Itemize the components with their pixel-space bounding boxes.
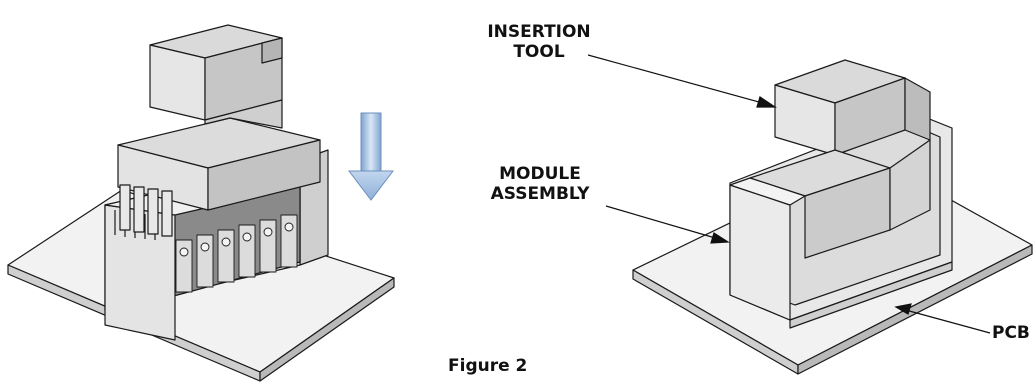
down-arrow-icon	[347, 112, 395, 201]
leader-insertion-tool	[587, 54, 771, 106]
left-assembly-illustration	[7, 24, 395, 382]
right-assembly-illustration	[632, 59, 1033, 375]
left-insertion-tool	[117, 24, 321, 237]
right-insertion-tool	[749, 59, 931, 259]
label-module-assembly: MODULE ASSEMBLY	[474, 164, 606, 204]
right-module-front	[729, 177, 806, 321]
figure-caption: Figure 2	[448, 356, 528, 376]
label-insertion-tool: INSERTION TOOL	[478, 22, 600, 62]
leader-module-assembly-arrowhead	[710, 232, 730, 244]
label-insertion-tool-line2: TOOL	[513, 42, 565, 62]
label-module-assembly-line2: ASSEMBLY	[490, 184, 590, 204]
leader-module-assembly	[605, 205, 723, 241]
left-module-contacts	[175, 214, 298, 293]
leader-lines	[587, 54, 991, 334]
label-module-assembly-line1: MODULE	[499, 164, 581, 184]
leader-pcb	[901, 308, 991, 334]
leader-insertion-tool-arrowhead	[756, 96, 777, 108]
label-insertion-tool-line1: INSERTION	[487, 22, 591, 42]
leader-pcb-arrowhead	[894, 303, 912, 315]
label-pcb: PCB	[992, 323, 1030, 343]
